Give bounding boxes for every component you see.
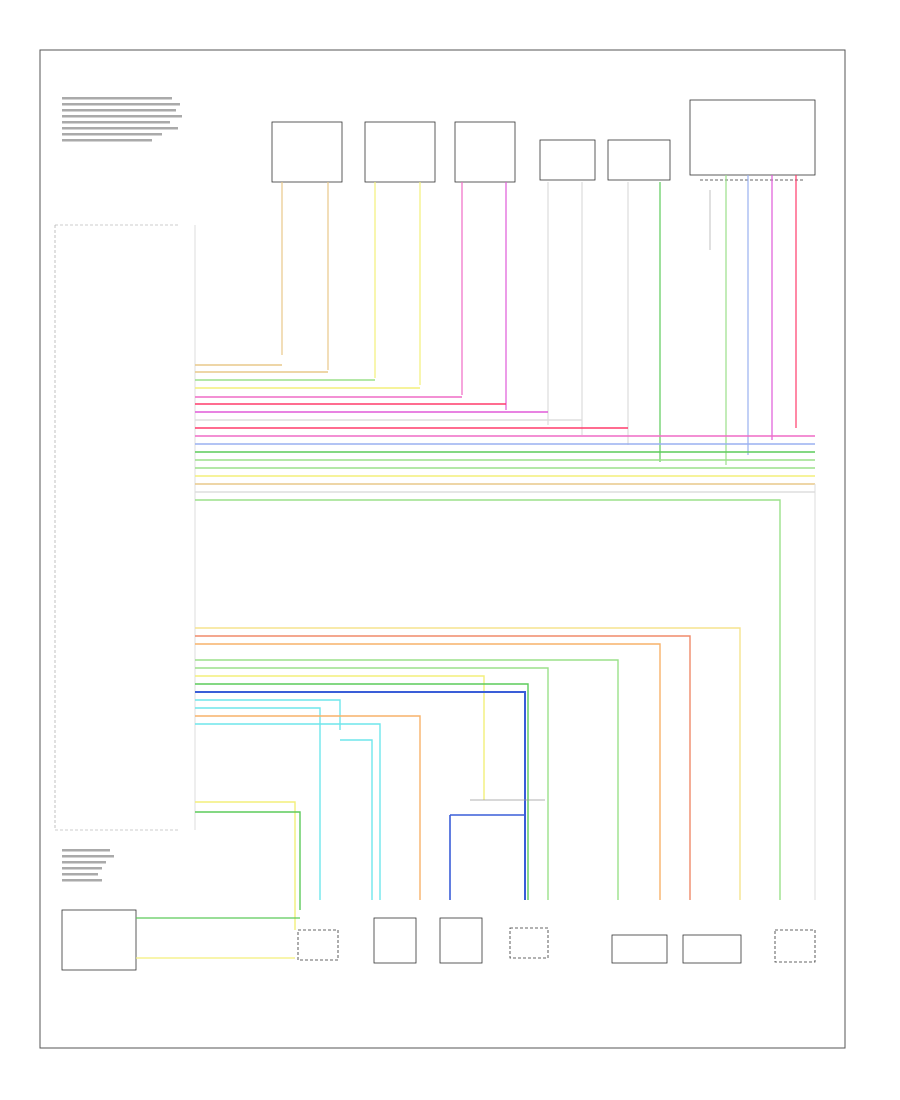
driver-seat-belt-pretensioner <box>682 934 742 964</box>
seat-belt-switch-a <box>439 917 483 964</box>
left-rear-rollover-sensor <box>454 121 516 183</box>
label-marks <box>62 97 182 882</box>
upper-risers <box>281 175 797 465</box>
passenger-seat-belt-pretensioner <box>611 934 668 964</box>
lower-wires <box>195 627 741 930</box>
seatbelt-switch-right <box>607 139 671 181</box>
seatbelt-switch-left <box>539 139 596 181</box>
passenger-sensing-module <box>689 99 816 176</box>
seat-belt-switch-b <box>509 927 549 959</box>
bottom-components <box>61 909 816 971</box>
seat-position-switch-left <box>373 917 417 964</box>
module-connector <box>54 224 196 831</box>
top-components <box>271 99 816 183</box>
seat-occupant-switch <box>774 929 816 963</box>
rear-roll-sensor <box>61 909 137 971</box>
upper-wires <box>195 364 816 900</box>
diagram-border <box>39 49 846 1049</box>
right-front-side-impact-sensor <box>364 121 436 183</box>
left-front-side-impact-sensor <box>271 121 343 183</box>
passenger-sensing-sensor <box>297 929 339 961</box>
